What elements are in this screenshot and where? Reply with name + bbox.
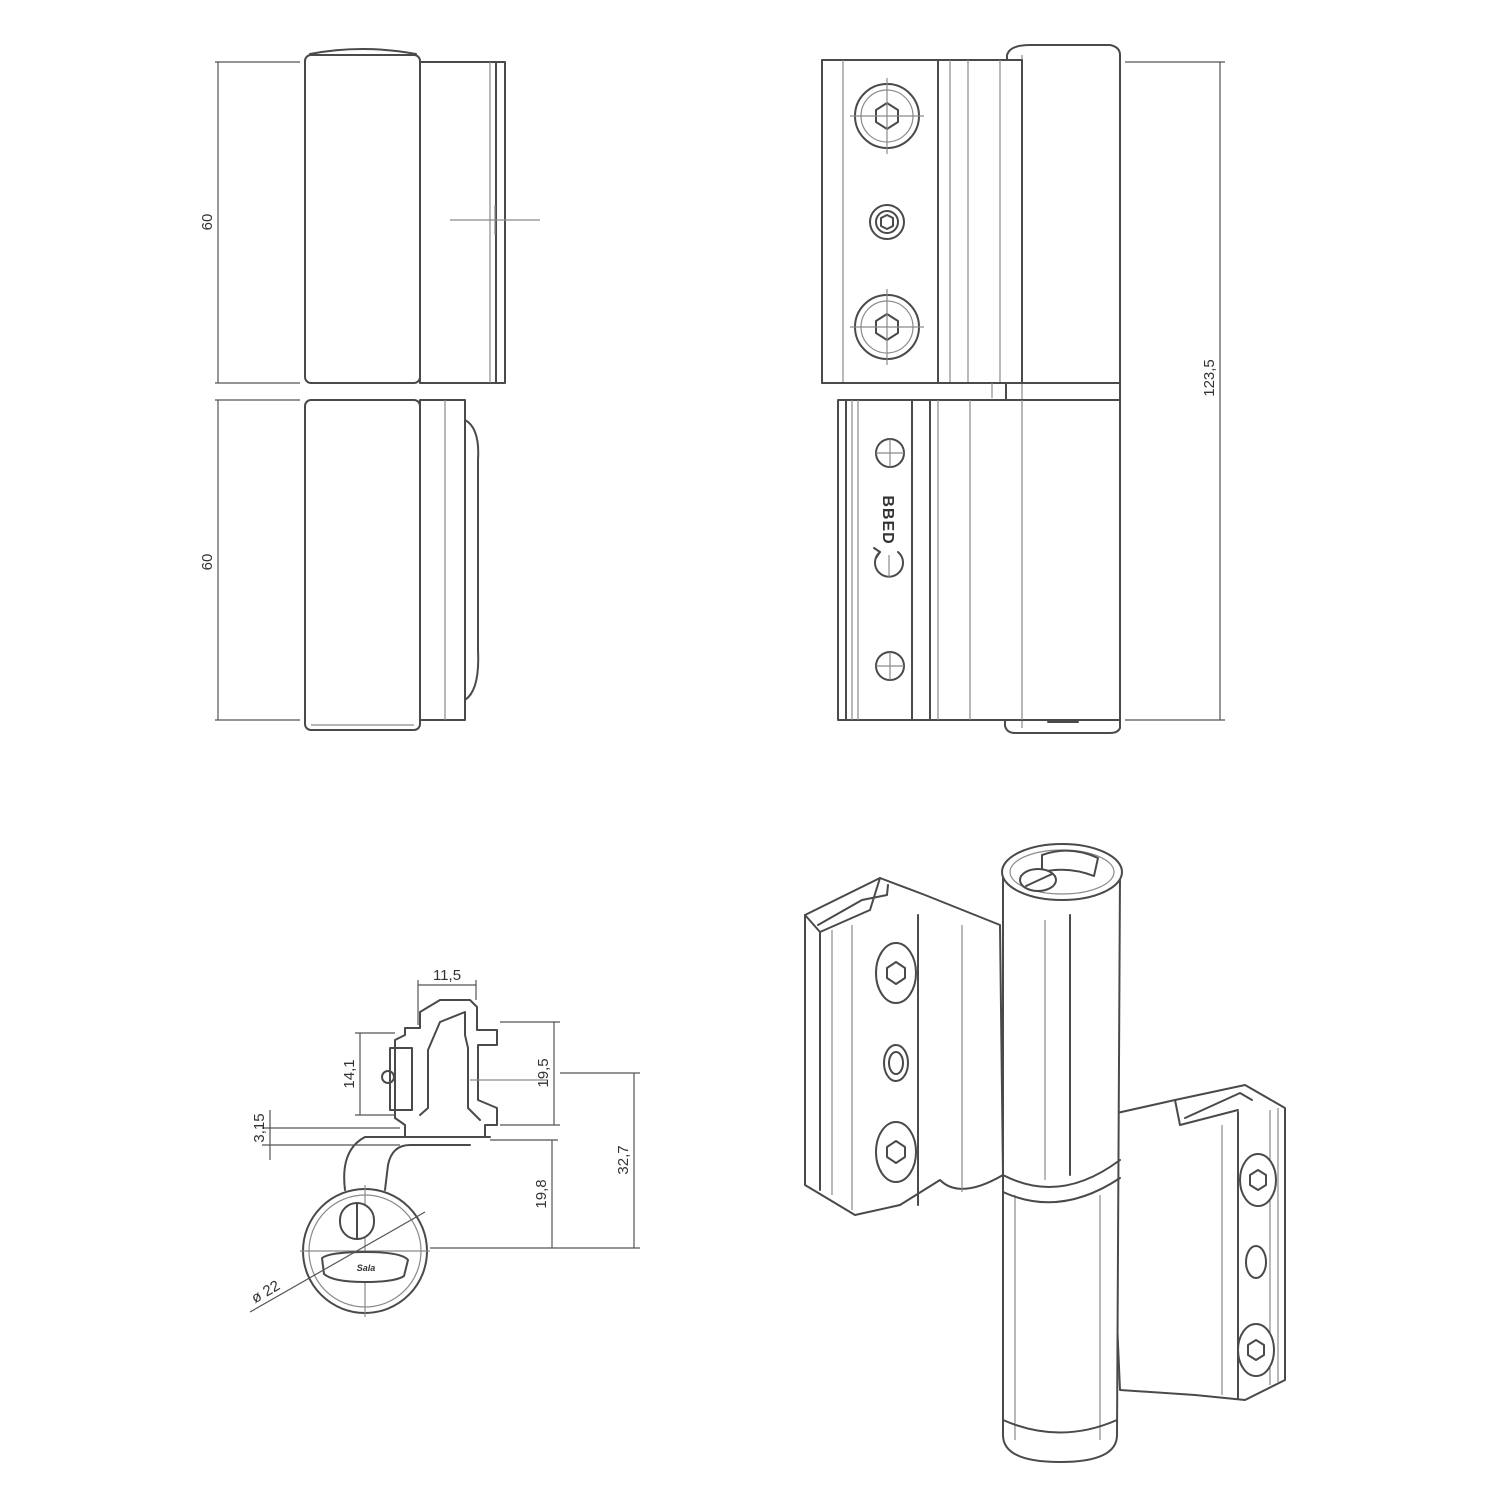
dim-total-depth: 32,7 — [615, 1145, 632, 1174]
side-knuckle-upper — [304, 54, 421, 384]
iso-barrel — [1002, 874, 1121, 1463]
adjust-screw-icon — [869, 204, 905, 240]
front-view: BBED 123,5 — [821, 44, 1225, 734]
dim-total-height: 123,5 — [1201, 359, 1218, 397]
iso-leaf-lower — [1107, 1084, 1286, 1401]
side-knuckle-lower — [304, 399, 421, 731]
side-leaf-lower — [419, 399, 466, 721]
side-view: 60 60 — [199, 48, 540, 731]
dim-top-width: 11,5 — [433, 967, 461, 984]
iso-screw-upper-icon — [1239, 1153, 1277, 1207]
rotation-arrow-icon — [873, 547, 904, 578]
iso-leaf-upper — [804, 877, 1004, 1216]
screw-top-icon — [850, 78, 924, 154]
dim-offset: 3,15 — [251, 1113, 268, 1142]
leaf-engraving: BBED — [879, 495, 896, 544]
screw-bottom-icon — [850, 289, 924, 365]
dim-lower-leaf: 60 — [199, 554, 216, 571]
dim-knuckle-offset: 19,8 — [533, 1179, 550, 1208]
iso-upper-screw-top-icon — [875, 942, 917, 1004]
dim-upper-leaf: 60 — [199, 214, 216, 231]
iso-screw-lower-icon — [1237, 1323, 1275, 1377]
isometric-view — [804, 843, 1286, 1463]
iso-hole-icon — [1245, 1245, 1267, 1279]
cap-brand: Sala — [357, 1263, 376, 1273]
dim-leaf-height: 14,1 — [341, 1059, 358, 1088]
iso-upper-screw-bottom-icon — [875, 1121, 917, 1183]
side-leaf-upper — [419, 61, 506, 384]
section-view: Sala 11,5 14,1 19,5 3,15 19,8 — [249, 967, 640, 1317]
iso-adjust-screw-icon — [883, 1044, 909, 1082]
iso-cap-plate — [1041, 849, 1099, 877]
dim-frame-height: 19,5 — [535, 1058, 552, 1087]
front-leaf-upper — [821, 59, 1023, 384]
brand-plate — [321, 1251, 409, 1283]
